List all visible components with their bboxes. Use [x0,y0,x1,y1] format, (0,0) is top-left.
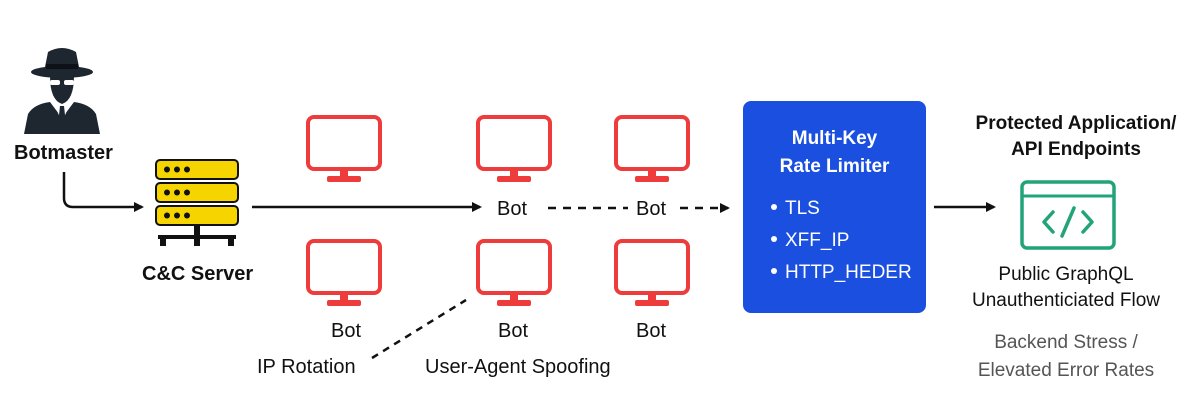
botmaster-label: Botmaster [14,142,113,164]
rate-limiter-key-item: XFF_IP [771,225,926,256]
ip-rotation-dashed-line [371,298,467,360]
impact-line2: Elevated Error Rates [977,360,1155,381]
bot-label: Bot [331,320,362,342]
rate-limiter-key-label: TLS [785,198,820,219]
ip-rotation-label: IP Rotation [257,356,356,378]
protected-app-desc-line2: Unauthenticiated Flow [972,290,1160,311]
bot-monitor-icon [614,239,690,306]
bot-label: Bot [636,320,667,342]
bullet-icon [771,203,777,210]
rate-limiter-box: Multi-Key Rate Limiter TLS XFF_IP HTTP_H… [743,101,926,313]
bot-monitor-icon [476,115,552,182]
code-window-icon [1020,180,1116,250]
bot-monitor-icon [476,239,552,306]
bot-monitor-icon [614,115,690,182]
rate-limiter-title-line2: Rate Limiter [779,156,890,177]
bot-label: Bot [498,320,529,342]
bot-label: Bot [636,198,667,220]
rate-limiter-title-line1: Multi-Key [791,128,878,149]
bullet-icon [771,235,777,242]
bot-monitor-icon [306,239,382,306]
bot-label: Bot [497,198,528,220]
bot-monitor-icon [306,115,382,182]
rate-limiter-key-item: TLS [771,193,926,224]
protected-app-desc-line1: Public GraphQL [998,264,1134,285]
cnc-server-label: C&C Server [142,263,254,285]
rate-limiter-key-label: XFF_IP [785,230,850,251]
user-agent-spoofing-label: User-Agent Spoofing [425,356,611,378]
rate-limiter-key-item: HTTP_HEDER [771,257,926,288]
protected-app-title-line1: Protected Application/ [975,113,1177,134]
bullet-icon [771,267,777,274]
rate-limiter-key-list: TLS XFF_IP HTTP_HEDER [743,193,926,288]
server-rack-icon [155,159,239,246]
impact-line1: Backend Stress / [994,332,1138,353]
botmaster-hacker-icon [24,48,100,134]
botmaster-to-cnc-arrow [62,172,144,212]
protected-app-title-line2: API Endpoints [1011,139,1141,160]
rate-limiter-key-label: HTTP_HEDER [785,262,912,283]
